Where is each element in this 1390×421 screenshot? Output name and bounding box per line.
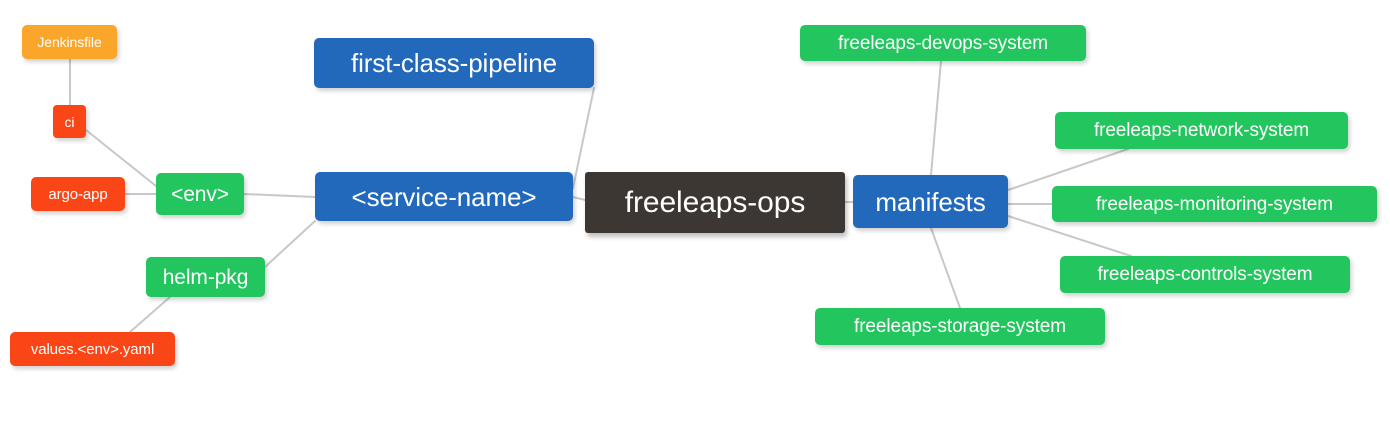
mindmap-node-service-name[interactable]: <service-name> [315, 172, 573, 221]
edge-service-name-to-helm-pkg [264, 220, 316, 268]
mindmap-node-env[interactable]: <env> [156, 173, 244, 215]
mindmap-node-freeleaps-devops-system[interactable]: freeleaps-devops-system [800, 25, 1086, 61]
edge-manifests-to-freeleaps-controls-system [1007, 215, 1132, 257]
mindmap-node-jenkinsfile[interactable]: Jenkinsfile [22, 25, 117, 59]
edge-manifests-to-freeleaps-devops-system [930, 60, 942, 176]
mindmap-node-freeleaps-monitoring-system[interactable]: freeleaps-monitoring-system [1052, 186, 1377, 222]
mindmap-node-argo-app[interactable]: argo-app [31, 177, 125, 211]
mindmap-node-ci[interactable]: ci [53, 105, 86, 138]
mindmap-node-freeleaps-controls-system[interactable]: freeleaps-controls-system [1060, 256, 1350, 293]
mindmap-node-first-class-pipeline[interactable]: first-class-pipeline [314, 38, 594, 88]
mindmap-node-freeleaps-ops[interactable]: freeleaps-ops [585, 172, 845, 233]
edge-freeleaps-ops-to-service-name [572, 196, 586, 201]
edge-manifests-to-freeleaps-network-system [1007, 148, 1129, 191]
edge-service-name-to-env [243, 193, 316, 198]
mindmap-node-manifests[interactable]: manifests [853, 175, 1008, 228]
edge-manifests-to-freeleaps-storage-system [930, 227, 961, 309]
mindmap-node-freeleaps-storage-system[interactable]: freeleaps-storage-system [815, 308, 1105, 345]
mindmap-node-helm-pkg[interactable]: helm-pkg [146, 257, 265, 297]
mindmap-node-freeleaps-network-system[interactable]: freeleaps-network-system [1055, 112, 1348, 149]
mindmap-node-values-yaml[interactable]: values.<env>.yaml [10, 332, 175, 366]
edge-helm-pkg-to-values-yaml [129, 296, 171, 333]
